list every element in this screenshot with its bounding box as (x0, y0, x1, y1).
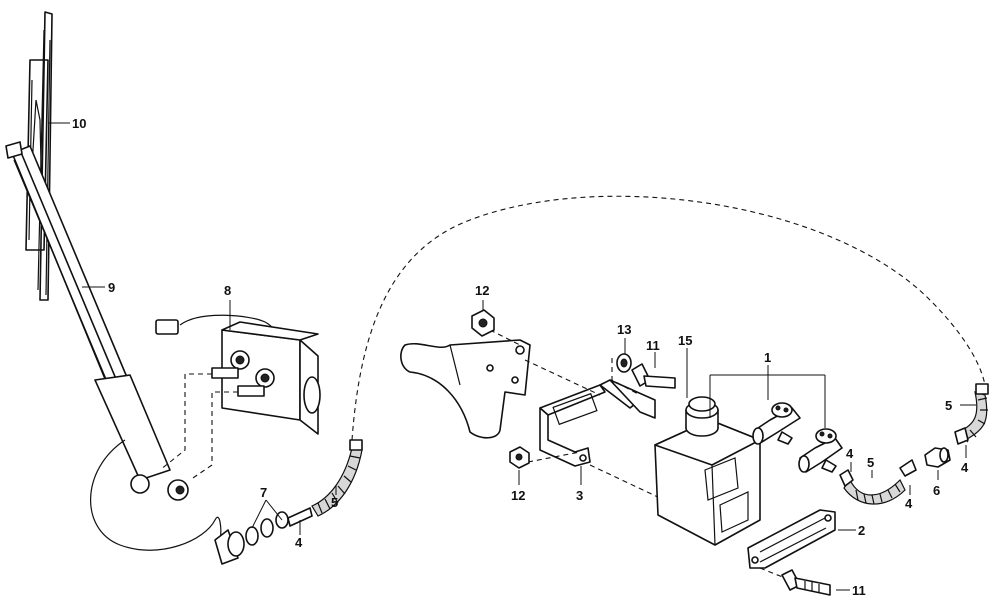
callout-4-right-b: 4 (961, 460, 969, 475)
callout-3: 3 (576, 488, 583, 503)
callout-5-left: 5 (331, 495, 338, 510)
wiper-motor (155, 314, 321, 435)
callout-2: 2 (858, 523, 865, 538)
callout-11-top: 11 (646, 338, 660, 353)
hose-right-coiled (839, 459, 917, 505)
support-bracket (539, 379, 656, 467)
bolt-11-top (631, 363, 676, 389)
callout-12-bottom: 12 (511, 488, 525, 503)
washer-pump-lower (798, 428, 843, 473)
callout-4-left: 4 (295, 535, 303, 550)
nut-bottom (509, 446, 530, 469)
callout-1: 1 (764, 350, 771, 365)
leader-lines (48, 122, 976, 591)
bolt-11-bottom (781, 569, 831, 596)
mounting-bracket (400, 339, 531, 439)
alignment-12-top (489, 329, 521, 346)
callout-5-mid: 5 (867, 455, 874, 470)
hose-routing-dashed-line (351, 195, 986, 441)
callout-11-bottom: 11 (852, 583, 866, 598)
callout-12-top: 12 (475, 283, 489, 298)
callout-6: 6 (933, 483, 940, 498)
connector-6 (924, 447, 951, 468)
alignment-2-bolt (759, 567, 786, 579)
washer-13 (616, 353, 632, 373)
washer-nozzle (214, 507, 313, 565)
callout-10: 10 (72, 116, 86, 131)
callout-15: 15 (678, 333, 692, 348)
wiper-arm (5, 141, 189, 501)
callout-9: 9 (108, 280, 115, 295)
motor-arm-alignment-2 (189, 391, 238, 481)
callout-4-mid: 4 (846, 446, 854, 461)
alignment-tank (589, 464, 661, 499)
nut-top (471, 309, 495, 337)
callout-8: 8 (224, 283, 231, 298)
clamp-bracket (747, 509, 836, 569)
wiper-cable (90, 439, 222, 551)
alignment-13 (611, 358, 641, 396)
hose-right-upper (954, 383, 989, 445)
washer-reservoir (654, 396, 761, 546)
callout-5-right: 5 (945, 398, 952, 413)
washer-pump-upper (752, 402, 801, 445)
motor-arm-alignment-1 (159, 373, 212, 471)
hose-left (311, 439, 363, 517)
callout-13: 13 (617, 322, 631, 337)
callout-7: 7 (260, 485, 267, 500)
callout-4-right-a: 4 (905, 496, 913, 511)
alignment-bracket-top (524, 359, 601, 396)
